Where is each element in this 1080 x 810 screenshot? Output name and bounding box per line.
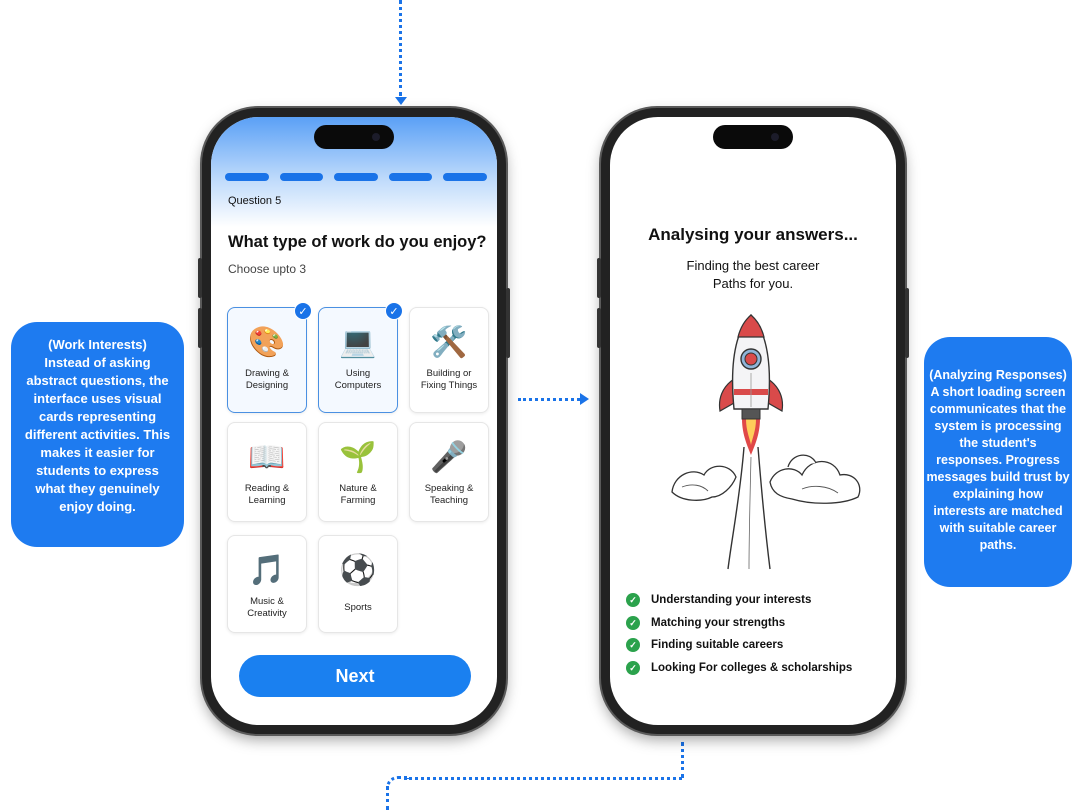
question-number: Question 5 — [228, 195, 282, 207]
activity-label: Music &Creativity — [247, 596, 287, 619]
activity-label: Nature &Farming — [339, 483, 377, 506]
connector-bottom-v — [681, 742, 684, 778]
analysis-title: Analysing your answers... — [648, 225, 858, 244]
question-title: What type of work do you enjoy? — [228, 233, 487, 251]
checklist-text: Matching your strengths — [651, 616, 786, 629]
connector-bottom-h — [404, 777, 682, 780]
phone-quiz: Question 5 What type of work do you enjo… — [198, 108, 510, 734]
activity-card[interactable]: ⚽ Sports — [318, 535, 398, 633]
check-circle-icon: ✓ — [626, 615, 640, 630]
activity-card[interactable]: 🎨 Drawing &Designing ✓ — [227, 302, 312, 413]
activity-card[interactable]: 🌱 Nature &Farming — [318, 422, 398, 522]
activity-label: Reading &Learning — [244, 483, 290, 506]
connector-bottom-down — [386, 786, 389, 810]
activity-card[interactable]: 📖 Reading &Learning — [227, 422, 307, 522]
annotation-work-interests: (Work Interests)Instead of asking abstra… — [11, 322, 184, 547]
quiz-screen: Question 5 What type of work do you enjo… — [211, 117, 497, 725]
progress-bar — [225, 173, 487, 181]
checklist-item: ✓ Understanding your interests — [626, 589, 852, 612]
checklist-text: Finding suitable careers — [651, 639, 784, 652]
arrow-right-icon — [580, 393, 589, 405]
activity-icon: 💻 — [339, 326, 377, 359]
progress-segment — [279, 173, 324, 181]
checklist-item: ✓ Finding suitable careers — [626, 634, 852, 657]
activity-icon: 📖 — [248, 441, 286, 474]
connector-middle — [518, 398, 580, 401]
analysis-screen: Analysing your answers... Finding the be… — [610, 117, 896, 725]
question-instruction: Choose upto 3 — [228, 262, 307, 276]
activity-icon: ⚽ — [339, 554, 377, 587]
check-circle-icon: ✓ — [626, 638, 640, 653]
checkmark-icon: ✓ — [385, 302, 403, 320]
progress-segment — [334, 173, 378, 181]
rocket-illustration — [671, 313, 861, 570]
progress-segment — [388, 173, 433, 181]
activity-label: Sports — [344, 602, 372, 613]
checklist-text: Understanding your interests — [651, 594, 812, 607]
analysis-subtitle-line1: Finding the best career — [686, 258, 820, 273]
check-circle-icon: ✓ — [626, 660, 640, 675]
checklist-item: ✓ Matching your strengths — [626, 612, 852, 635]
dynamic-island — [314, 125, 394, 149]
activity-icon: 🎵 — [248, 554, 286, 587]
activity-card[interactable]: 🎵 Music &Creativity — [227, 535, 307, 633]
annotation-heading: (Work Interests) — [48, 337, 147, 352]
phone-analysis: Analysing your answers... Finding the be… — [597, 108, 909, 734]
checkmark-icon: ✓ — [294, 302, 312, 320]
activity-icon: 🎤 — [430, 441, 468, 474]
progress-checklist: ✓ Understanding your interests ✓ Matching y… — [626, 589, 852, 679]
progress-segment — [225, 173, 269, 181]
checklist-item: ✓ Looking For colleges & scholarships — [626, 657, 852, 680]
checklist-text: Looking For colleges & scholarships — [651, 661, 853, 674]
connector-bottom-curve — [386, 776, 409, 791]
dynamic-island — [713, 125, 793, 149]
check-circle-icon: ✓ — [626, 593, 640, 608]
analysis-subtitle: Finding the best career Paths for you. — [610, 257, 896, 293]
activity-label: Speaking &Teaching — [424, 483, 474, 506]
connector-top — [399, 0, 402, 96]
next-button[interactable]: Next — [239, 655, 471, 697]
analysis-subtitle-line2: Paths for you. — [712, 276, 794, 291]
activity-icon: 🛠️ — [430, 326, 468, 359]
activity-icon: 🌱 — [339, 441, 377, 474]
annotation-analyzing-responses: (Analyzing Responses)A short loading scr… — [924, 337, 1072, 587]
arrow-down-icon — [395, 97, 407, 105]
activity-icon: 🎨 — [248, 326, 286, 359]
progress-segment — [443, 173, 487, 181]
activity-label: Drawing &Designing — [245, 368, 289, 391]
activity-card[interactable]: 🎤 Speaking &Teaching — [409, 422, 489, 522]
